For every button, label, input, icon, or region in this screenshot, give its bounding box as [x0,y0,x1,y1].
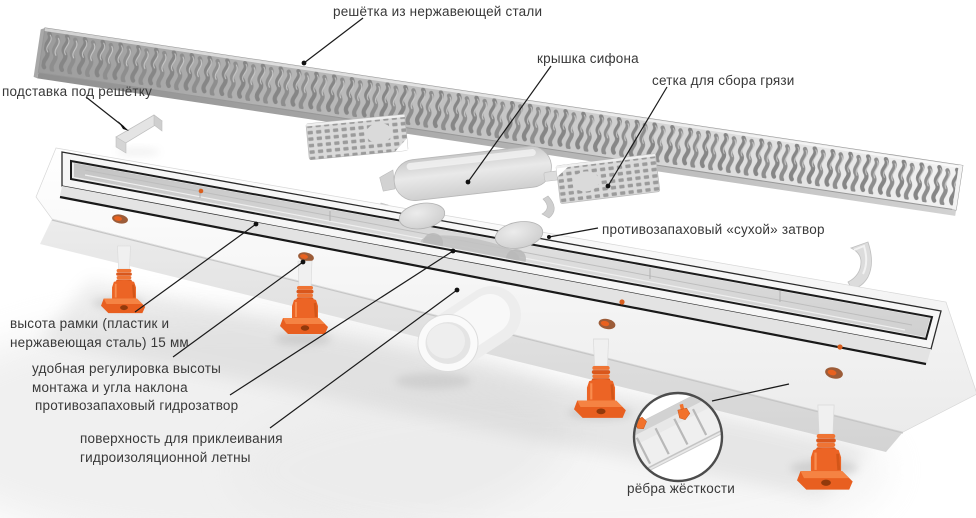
leader-adjust [172,261,304,358]
grate-support-bracket [115,114,163,154]
label-frame-height: высота рамки (пластик и нержавеющая стал… [10,316,189,350]
adjustable-foot [797,404,853,490]
adjustable-foot [101,245,146,314]
label-adjustment: удобная регулировка высоты монтажа и угл… [32,361,221,395]
adjustable-feet [101,245,853,490]
leader-glue-surface [269,289,458,429]
leader-grate-support [85,96,125,128]
siphon-cover [377,145,555,222]
leader-dry-trap [548,227,599,238]
leader-siphon-cover [467,65,552,183]
label-grate: решётка из нержавеющей стали [333,4,543,19]
adjustable-foot [280,260,328,334]
outlet-pipe [417,286,521,372]
label-grate-support: подставка под решётку [2,84,153,99]
flange-holes [112,188,843,379]
dirt-mesh-right [543,153,661,204]
leader-lines [85,17,668,429]
stainless-grate [33,27,964,216]
leader-grate [303,17,364,64]
label-dry-trap: противозапаховый «сухой» затвор [602,222,825,237]
dry-trap-discs [398,202,544,249]
leader-frame-height [134,223,257,313]
leader-water-trap [229,250,454,396]
label-dirt-mesh: сетка для сбора грязи [652,73,795,88]
leader-dirt-mesh [607,86,668,187]
channel-frame [59,151,942,366]
leader-arrowhead [118,121,129,131]
leader-dots [118,60,611,293]
adjustable-foot [574,338,626,418]
dirt-mesh-left [305,114,409,161]
label-ribs: рёбра жёсткости [627,481,736,496]
label-siphon-cover: крышка сифона [537,51,639,66]
label-glue-surface: поверхность для приклеивания гидроизоляц… [80,431,283,465]
label-water-trap: противозапаховый гидрозатвор [35,398,239,413]
